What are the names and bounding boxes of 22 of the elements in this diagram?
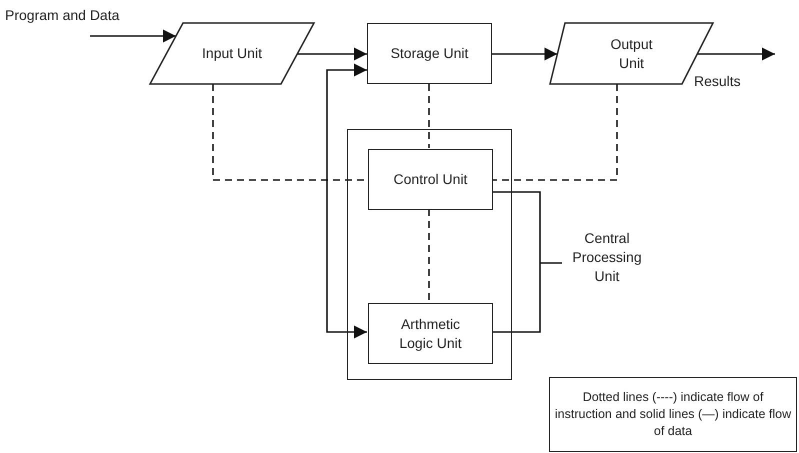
arrow [326, 64, 367, 338]
dashed-connector [212, 84, 367, 181]
input-label: Program and Data [5, 6, 120, 25]
unit-label: Output Unit [609, 34, 654, 72]
group-label: Central Processing Unit [571, 229, 643, 286]
unit-label: Input Unit [202, 44, 262, 63]
dashed-connector [492, 84, 618, 181]
note-text: Dotted lines (----) indicate flow of instruction and solid lines (—) indicate flow of data [554, 389, 792, 440]
arrow [697, 48, 775, 60]
unit-label: Control Unit [394, 170, 468, 189]
unit-label: Storage Unit [390, 44, 468, 63]
dashed-connector [428, 84, 430, 148]
unit-label: Arthmetic Logic Unit [398, 314, 463, 352]
arrow [492, 48, 558, 60]
group-box [347, 129, 512, 380]
note-box [549, 377, 797, 452]
dashed-connector [428, 209, 430, 302]
arrow [90, 30, 176, 42]
process-box [368, 149, 493, 210]
arrow [297, 48, 367, 60]
process-box [368, 303, 493, 364]
process-box [367, 23, 492, 84]
